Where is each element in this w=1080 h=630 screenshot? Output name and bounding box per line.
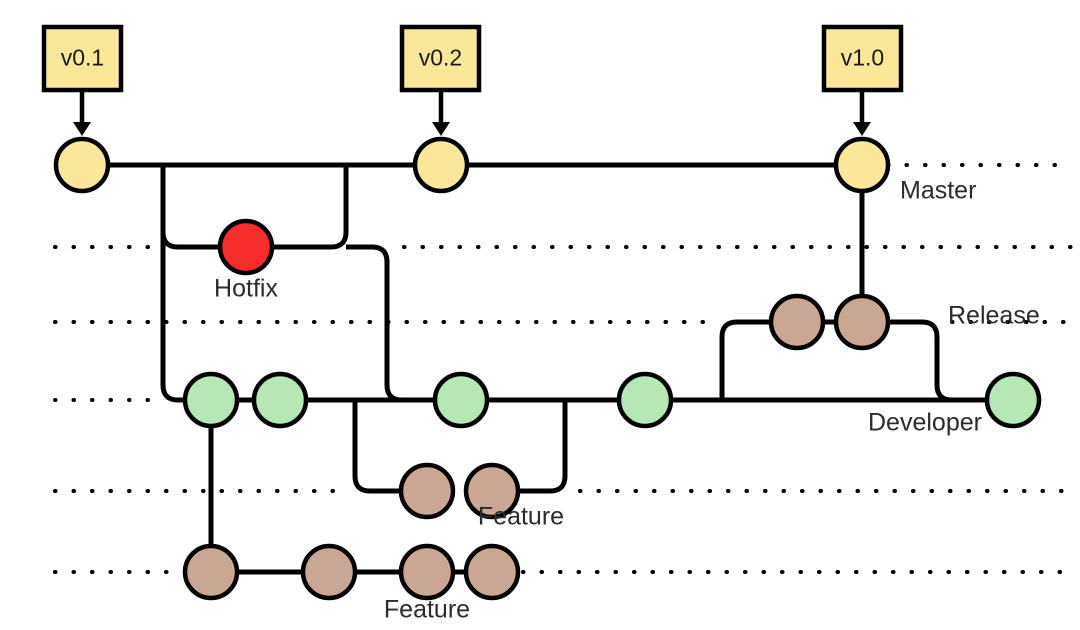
commit-node-hotfix-h1[interactable]	[217, 218, 275, 276]
branch-label-feature1: Feature	[478, 503, 564, 531]
commit-node-master-m2[interactable]	[412, 136, 470, 194]
branch-edge-dev-to-feature1	[352, 400, 427, 494]
commit-node-developer-d2[interactable]	[251, 371, 309, 429]
tag-box	[821, 24, 904, 93]
commit-node-master-m1[interactable]	[53, 136, 111, 194]
tag-arrow-head	[853, 122, 871, 136]
tag-arrow-head	[73, 122, 91, 136]
commit-node-master-m3[interactable]	[833, 136, 891, 194]
commit-node-feature2-f2d[interactable]	[463, 543, 521, 601]
branch-labels-layer: MasterHotfixReleaseDeveloperFeatureFeatu…	[214, 177, 1040, 624]
branch-label-master: Master	[900, 177, 976, 205]
branch-edge-dev-to-release	[719, 319, 797, 400]
branch-label-developer: Developer	[868, 409, 982, 437]
tag-arrow-head	[432, 122, 450, 136]
commit-node-feature1-f1a[interactable]	[398, 462, 456, 520]
commit-node-feature1-f1b[interactable]	[463, 462, 521, 520]
version-tag-v1-0[interactable]: v1.0	[821, 24, 904, 136]
branch-label-release: Release	[948, 302, 1040, 330]
version-tag-v0-1[interactable]: v0.1	[41, 24, 124, 136]
commit-node-release-r1[interactable]	[768, 293, 826, 351]
commit-node-developer-d1[interactable]	[182, 371, 240, 429]
commit-node-developer-d3[interactable]	[432, 371, 490, 429]
branch-edge-hotfix-to-master	[246, 165, 349, 250]
version-tag-v0-2[interactable]: v0.2	[399, 24, 482, 136]
commit-node-feature2-f2c[interactable]	[398, 543, 456, 601]
commit-node-feature2-f2b[interactable]	[300, 543, 358, 601]
branch-edge-release-to-dev	[862, 319, 1013, 403]
commit-node-developer-d5[interactable]	[984, 371, 1042, 429]
branch-label-feature2: Feature	[384, 596, 470, 624]
version-tags-layer: v0.1 v0.2 v1.0	[41, 24, 904, 136]
branch-label-hotfix: Hotfix	[214, 275, 278, 303]
commit-nodes-layer	[53, 136, 1042, 601]
tag-label: v1.0	[841, 45, 884, 71]
tag-label: v0.1	[61, 45, 104, 71]
commit-node-developer-d4[interactable]	[616, 371, 674, 429]
tag-box	[41, 24, 124, 93]
tag-label: v0.2	[419, 45, 462, 71]
tag-box	[399, 24, 482, 93]
commit-node-feature2-f2a[interactable]	[182, 543, 240, 601]
commit-node-release-r2[interactable]	[833, 293, 891, 351]
branch-edge-master-to-developer	[160, 165, 211, 403]
branch-edge-feature1-to-dev	[492, 400, 568, 494]
